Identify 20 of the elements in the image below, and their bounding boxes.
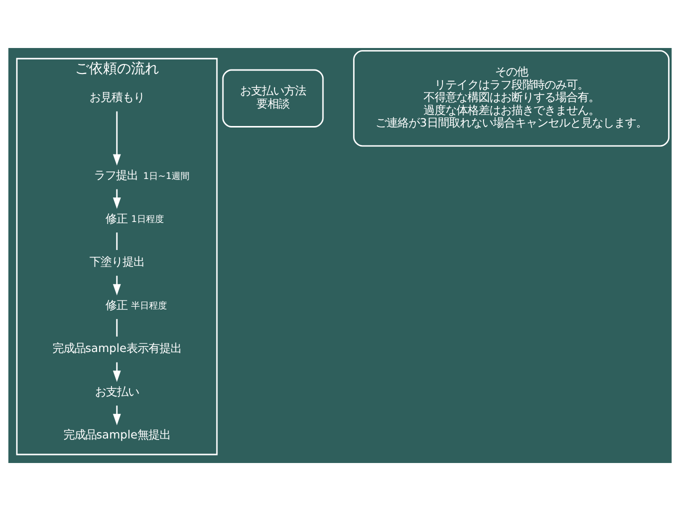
node-label: 1日程度 (131, 214, 164, 225)
arrow (112, 362, 121, 382)
node-text: 下塗り提出 (89, 254, 144, 268)
arrow (112, 110, 121, 166)
node-text: 完成品sample表示有提出 (52, 340, 182, 355)
node-label: 1日~1週間 (143, 170, 190, 182)
arrow (112, 405, 121, 425)
node-text: 完成品sample無提出 (63, 427, 171, 442)
node-text: お見積もり (89, 90, 144, 104)
connector (116, 318, 118, 336)
node-text: 修正 (106, 297, 128, 312)
arrow (112, 275, 121, 295)
node-label: 半日程度 (131, 300, 168, 312)
node-text: 修正 (106, 210, 128, 225)
node-box: その他 リテイクはラフ段階時のみ可。 不得意な構図はお断りする場合有。 過度な体格差はお描きできません。 ご連絡が3日間取れない場合キャンセルと見なします。 (353, 50, 670, 146)
node-box: お支払い方法 要相談 (222, 68, 324, 127)
node-text: ラフ提出 (94, 168, 138, 182)
node-text: お支払い (94, 384, 139, 398)
connector (116, 232, 118, 250)
arrow (112, 188, 121, 208)
